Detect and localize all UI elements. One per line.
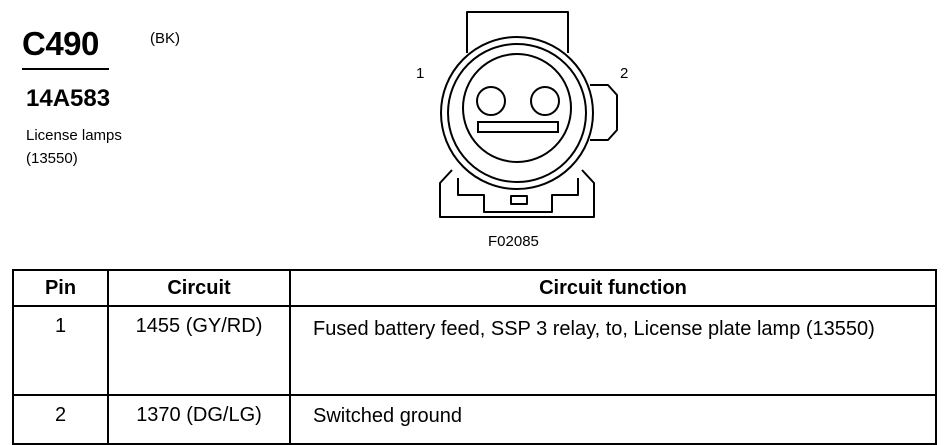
circuit-cell: 1455 (GY/RD) <box>107 305 291 396</box>
table-row: 1 1455 (GY/RD) Fused battery feed, SSP 3… <box>12 305 937 396</box>
function-cell: Fused battery feed, SSP 3 relay, to, Lic… <box>289 305 937 396</box>
polarization-slot <box>477 121 559 133</box>
connector-id-underline <box>22 68 109 70</box>
connector-inner-ring <box>447 43 587 183</box>
header-circuit-function: Circuit function <box>289 269 937 307</box>
connector-key-tab <box>510 195 528 205</box>
part-number: 14A583 <box>26 85 111 112</box>
pin-2-cavity <box>530 86 560 116</box>
connector-description-ref: (13550) <box>26 150 78 167</box>
connector-id: C490 <box>22 25 99 62</box>
circuit-cell: 1370 (DG/LG) <box>107 394 291 445</box>
connector-face <box>462 53 572 163</box>
connector-outer-ring <box>440 36 594 190</box>
table-row: 2 1370 (DG/LG) Switched ground <box>12 394 937 445</box>
function-cell: Switched ground <box>289 394 937 445</box>
figure-code: F02085 <box>488 233 539 250</box>
pin-1-cavity <box>476 86 506 116</box>
connector-housing-outline <box>466 11 569 53</box>
connector-description: License lamps <box>26 127 122 144</box>
header-pin: Pin <box>12 269 109 307</box>
connector-latch <box>590 84 618 141</box>
table-header-row: Pin Circuit Circuit function <box>12 269 937 307</box>
pin-1-label: 1 <box>416 65 425 82</box>
pin-cell: 1 <box>12 305 109 396</box>
header-circuit: Circuit <box>107 269 291 307</box>
pin-2-label: 2 <box>620 65 629 82</box>
pin-cell: 2 <box>12 394 109 445</box>
pin-table: Pin Circuit Circuit function 1 1455 (GY/… <box>12 269 937 445</box>
connector-face-diagram <box>439 11 618 218</box>
connector-color-code: (BK) <box>150 30 180 47</box>
